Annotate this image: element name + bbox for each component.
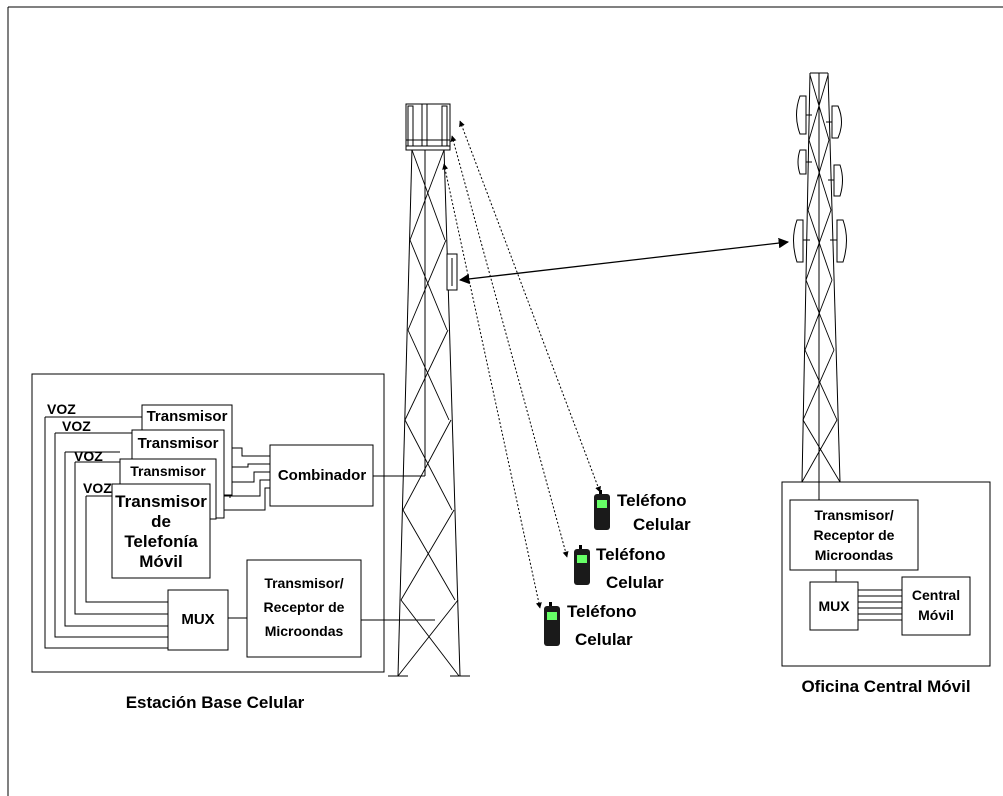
voz-label-1: VOZ: [47, 401, 76, 417]
radio-link-phone-2: [450, 135, 569, 558]
mux-to-central-trunks: [858, 589, 902, 621]
central-microwave-line1: Transmisor/: [814, 507, 893, 523]
combiner-label: Combinador: [278, 467, 366, 484]
microwave-dish-icons: [793, 95, 847, 263]
voz-label-3: VOZ: [74, 448, 103, 464]
cell-tower: [388, 103, 470, 677]
transmitter-3-label: Transmisor: [130, 463, 206, 479]
cell-tower-bracing: [397, 149, 460, 677]
main-transmitter: Transmisor de Telefonía Móvil: [111, 483, 211, 579]
voz-wires: [44, 416, 168, 649]
transmitter-wires: [218, 447, 270, 511]
radio-link-phone-3: [442, 163, 542, 609]
transmitter-1-label: Transmisor: [147, 408, 228, 425]
transmitter-2-label: Transmisor: [138, 435, 219, 452]
main-transmitter-line4: Móvil: [139, 552, 182, 571]
base-mux: MUX: [167, 589, 229, 651]
phone-3-line2: Celular: [575, 630, 633, 649]
voz-label-4: VOZ: [83, 480, 112, 496]
cell-antenna-array-icon: [405, 103, 451, 151]
central-microwave-transceiver: Transmisor/ Receptor de Microondas: [789, 499, 919, 571]
central-microwave-line3: Microondas: [815, 547, 894, 563]
central-office: Transmisor/ Receptor de Microondas MUX C…: [781, 481, 991, 696]
base-microwave-line2: Receptor de: [264, 599, 345, 615]
phone-3-line1: Teléfono: [567, 602, 637, 621]
main-transmitter-line2: de: [151, 512, 171, 531]
base-microwave-transceiver: Transmisor/ Receptor de Microondas: [246, 559, 362, 658]
radio-links: [442, 120, 601, 609]
base-station-caption: Estación Base Celular: [126, 693, 305, 712]
cell-phone-icon-1: [594, 490, 610, 530]
phone-2-line2: Celular: [606, 573, 664, 592]
phone-2-line1: Teléfono: [596, 545, 666, 564]
mobile-switching-center: Central Móvil: [901, 576, 971, 636]
central-mux-label: MUX: [818, 598, 850, 614]
base-microwave-line3: Microondas: [265, 623, 344, 639]
base-mux-label: MUX: [181, 611, 214, 628]
central-office-caption: Oficina Central Móvil: [801, 677, 970, 696]
microwave-link-arrow: [458, 237, 790, 285]
voz-label-2: VOZ: [62, 418, 91, 434]
central-label-line2: Móvil: [918, 607, 954, 623]
main-transmitter-line1: Transmisor: [115, 492, 207, 511]
combiner: Combinador: [269, 444, 374, 507]
microwave-tower: [793, 72, 847, 510]
phone-2: Teléfono Celular: [574, 545, 666, 592]
cell-tower-dish-icon: [446, 253, 458, 291]
cell-phone-icon-3: [544, 602, 560, 646]
page-frame: [7, 6, 1003, 796]
main-transmitter-line3: Telefonía: [124, 532, 198, 551]
central-office-box: [781, 481, 991, 667]
cell-phone-icon-2: [574, 545, 590, 585]
central-label-line1: Central: [912, 587, 960, 603]
phone-1: Teléfono Celular: [594, 490, 691, 534]
base-microwave-line1: Transmisor/: [264, 575, 343, 591]
central-mux: MUX: [809, 581, 859, 631]
central-microwave-line2: Receptor de: [814, 527, 895, 543]
radio-link-phone-1: [459, 120, 601, 493]
phone-1-line1: Teléfono: [617, 491, 687, 510]
base-station: Transmisor Transmisor Transmisor Transmi…: [31, 373, 435, 712]
phone-1-line2: Celular: [633, 515, 691, 534]
phone-3: Teléfono Celular: [544, 602, 637, 649]
base-station-box: [31, 373, 385, 673]
